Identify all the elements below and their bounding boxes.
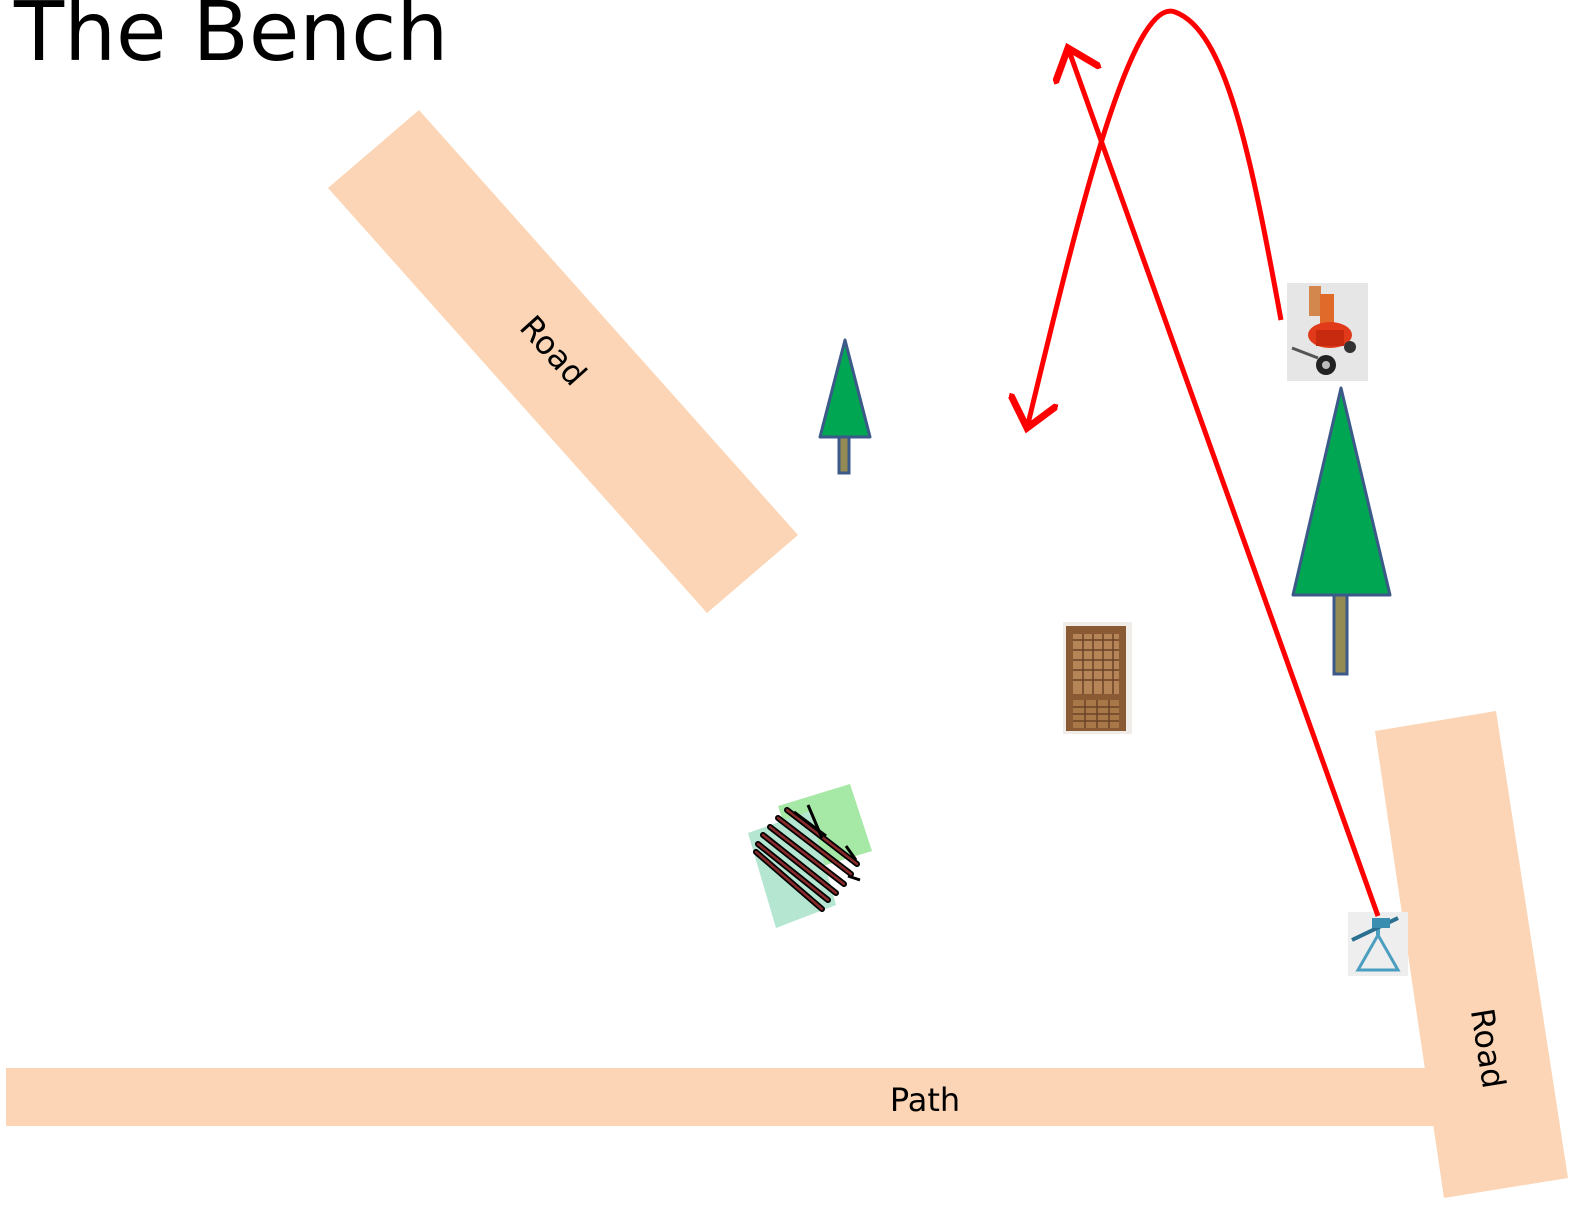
path-label: Path: [890, 1081, 960, 1119]
clay-thrower-machine-icon: [1287, 283, 1368, 381]
tree-icon: [818, 338, 872, 475]
manual-trap-icon: [1348, 912, 1408, 976]
lattice-screen-icon: [1063, 622, 1132, 734]
road-right: Road: [1375, 711, 1568, 1198]
trajectory-arrow-straight: [1068, 48, 1381, 917]
trajectory-arrow-curved: [1027, 8, 1284, 428]
tree-icon: [1291, 386, 1392, 676]
bench-icon: [748, 784, 872, 928]
path: [6, 1068, 1446, 1126]
road-upper: Road: [328, 110, 798, 613]
page-title: The Bench: [14, 0, 449, 80]
